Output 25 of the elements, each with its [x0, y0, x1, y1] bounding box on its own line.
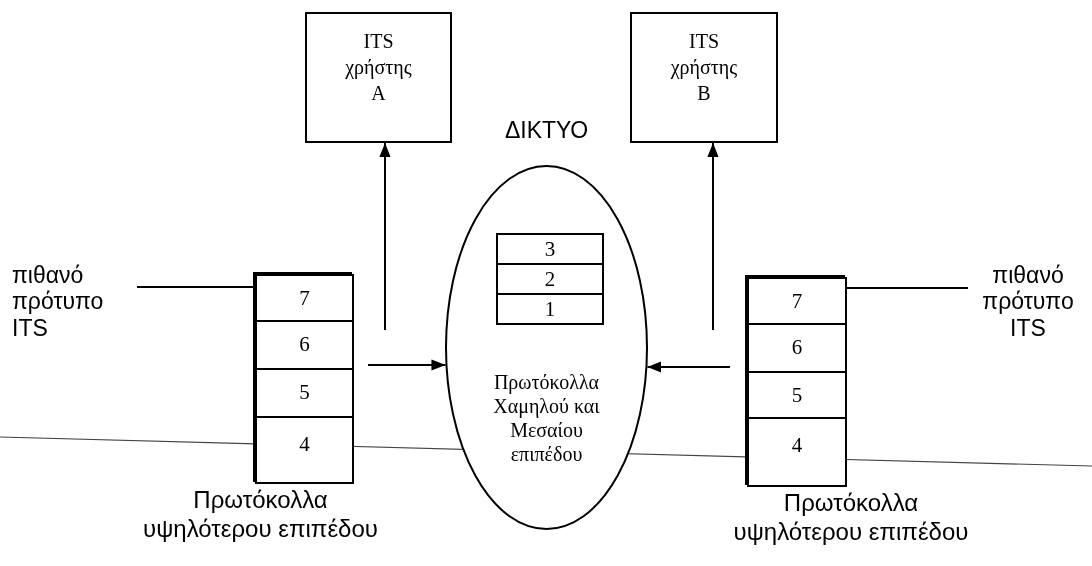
layer-cell: 3: [496, 233, 604, 265]
layer-cell: 5: [255, 368, 354, 418]
arrow: [379, 142, 391, 331]
user-box: ITS χρήστης B: [630, 12, 778, 143]
user-box: ITS χρήστης A: [305, 12, 452, 143]
layer-cell: 2: [496, 263, 604, 295]
layer-cell: 4: [747, 417, 847, 487]
annotation-text: πιθανό πρότυπο ITS: [12, 262, 137, 347]
stack-caption: Πρωτόκολλα υψηλότερου επιπέδου: [142, 486, 379, 544]
layer-cell: 7: [255, 274, 354, 322]
arrow: [646, 361, 731, 373]
ellipse-label: Πρωτόκολλα Χαμηλού και Μεσαίου επιπέδου: [492, 370, 601, 466]
leader-line: [844, 287, 969, 289]
annotation-text: πιθανό πρότυπο ITS: [968, 262, 1088, 347]
stack-caption: Πρωτόκολλα υψηλότερου επιπέδου: [732, 489, 970, 547]
arrow: [707, 142, 719, 331]
leader-line: [136, 286, 254, 288]
layer-cell: 6: [747, 323, 847, 373]
arrow: [367, 359, 447, 371]
layer-cell: 6: [255, 320, 354, 370]
layer-cell: 4: [255, 416, 354, 484]
layer-cell: 7: [747, 277, 847, 325]
network-heading: ΔΙΚΤΥΟ: [504, 117, 589, 144]
layer-cell: 5: [747, 371, 847, 419]
layer-cell: 1: [496, 293, 604, 325]
